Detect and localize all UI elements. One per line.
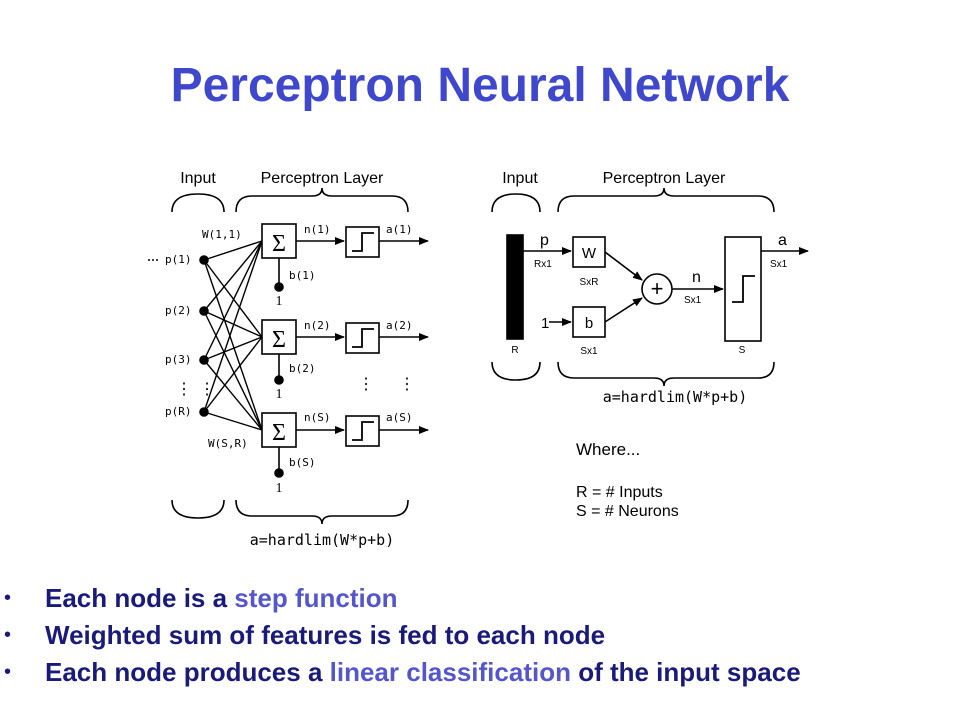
step-icon bbox=[732, 275, 755, 303]
left-layer-brace-bottom bbox=[235, 499, 409, 525]
input-ellipsis-2: ⋮ bbox=[199, 379, 215, 398]
n-label: n bbox=[692, 269, 701, 286]
weight-label-last: W(S,R) bbox=[208, 437, 248, 450]
bias-dot-2 bbox=[274, 375, 284, 385]
bias-vector-box bbox=[572, 306, 606, 338]
a-label: a bbox=[778, 232, 787, 249]
bullet-text: Each node produces a bbox=[45, 657, 330, 687]
input-dim-R: R bbox=[511, 345, 518, 356]
n-dim-label: Sx1 bbox=[684, 295, 702, 306]
legend-neurons: S = # Neurons bbox=[576, 503, 679, 520]
bullet-text-tail: of the input space bbox=[570, 657, 801, 687]
out-label-S: a(S) bbox=[386, 411, 413, 424]
right-input-brace-top bbox=[491, 193, 541, 213]
net-label-2: n(2) bbox=[304, 319, 331, 332]
weight-label-first: W(1,1) bbox=[202, 228, 242, 241]
right-layer-label: Perceptron Layer bbox=[603, 170, 726, 187]
b-dim-label: Sx1 bbox=[580, 346, 598, 357]
bullet-dot: • bbox=[4, 661, 12, 683]
bias-label-2: b(2) bbox=[289, 362, 316, 375]
bullet-item: • Each node produces a linear classificat… bbox=[0, 654, 960, 691]
bias-dot-S bbox=[274, 468, 284, 478]
step-icon bbox=[352, 421, 374, 441]
bias-input-one: 1 bbox=[541, 315, 549, 332]
input-label-p3: p(3) bbox=[165, 353, 192, 366]
b-label: b bbox=[585, 315, 593, 332]
right-layer-brace-bottom bbox=[557, 361, 775, 387]
bullet-text: Each node is a bbox=[45, 583, 235, 613]
w-label: W bbox=[582, 245, 597, 262]
neuron-ellipsis-1: ⋮ bbox=[358, 374, 374, 393]
left-equation: a=hardlim(W*p+b) bbox=[250, 531, 395, 549]
bullet-highlight: step function bbox=[234, 583, 398, 613]
input-vector-bar bbox=[506, 234, 524, 340]
p-label: p bbox=[540, 232, 549, 249]
where-label: Where... bbox=[576, 440, 640, 459]
left-network-diagram: Input Perceptron Layer p(1) p(2) p(3) p(… bbox=[148, 170, 429, 549]
bias-one-2: 1 bbox=[276, 387, 283, 402]
bullet-item: • Weighted sum of features is fed to each… bbox=[0, 617, 960, 654]
hardlim-node-2 bbox=[345, 322, 380, 354]
sum-symbol-1: Σ bbox=[272, 231, 286, 257]
left-layer-label: Perceptron Layer bbox=[261, 170, 384, 187]
step-icon bbox=[352, 232, 374, 252]
left-input-brace-top bbox=[171, 193, 225, 213]
bias-label-S: b(S) bbox=[289, 456, 316, 469]
sum-symbol-2: Σ bbox=[272, 327, 286, 353]
weight-connections bbox=[203, 240, 263, 431]
bullet-text: Weighted sum of features is fed to each … bbox=[45, 620, 606, 650]
neuron-ellipsis-2: ⋮ bbox=[399, 374, 415, 393]
input-node-3 bbox=[199, 355, 209, 365]
out-label-2: a(2) bbox=[386, 319, 413, 332]
legend-inputs: R = # Inputs bbox=[576, 484, 663, 501]
input-node-R bbox=[199, 407, 209, 417]
bullet-dot: • bbox=[4, 624, 12, 646]
sum-symbol-S: Σ bbox=[272, 420, 286, 446]
plus-symbol: + bbox=[651, 276, 664, 301]
right-network-diagram: Input Perceptron Layer R p Rx1 W SxR 1 b… bbox=[491, 170, 809, 520]
bias-one-1: 1 bbox=[276, 294, 283, 309]
net-label-S: n(S) bbox=[304, 411, 331, 424]
left-layer-brace-top bbox=[235, 187, 409, 213]
a-dim-label: Sx1 bbox=[770, 259, 788, 270]
bullet-dot: • bbox=[4, 587, 12, 609]
bullet-item: • Each node is a step function bbox=[0, 580, 960, 617]
out-label-1: a(1) bbox=[386, 223, 413, 236]
input-ellipsis-1: ⋮ bbox=[176, 379, 192, 398]
input-label-p2: p(2) bbox=[165, 304, 192, 317]
right-input-label: Input bbox=[502, 170, 538, 187]
page-title: Perceptron Neural Network bbox=[170, 59, 790, 112]
p-dim-label: Rx1 bbox=[534, 259, 552, 270]
w-dim-label: SxR bbox=[580, 277, 599, 288]
right-input-brace-bottom bbox=[491, 361, 541, 381]
s-dim-label: S bbox=[739, 345, 746, 356]
right-layer-brace-top bbox=[557, 187, 775, 213]
right-equation: a=hardlim(W*p+b) bbox=[603, 388, 748, 406]
bias-one-S: 1 bbox=[276, 481, 283, 496]
b-to-sum-arrow bbox=[604, 297, 643, 323]
input-label-pR: p(R) bbox=[165, 405, 192, 418]
input-node-1 bbox=[199, 255, 209, 265]
net-label-1: n(1) bbox=[304, 223, 331, 236]
bias-dot-1 bbox=[274, 282, 284, 292]
bias-label-1: b(1) bbox=[289, 269, 316, 282]
step-icon bbox=[352, 328, 374, 348]
left-input-label: Input bbox=[180, 170, 216, 187]
sum-node-2 bbox=[261, 319, 297, 355]
w-to-sum-arrow bbox=[604, 251, 643, 281]
left-input-brace-bottom bbox=[171, 499, 225, 519]
bullet-list: • Each node is a step function • Weighted … bbox=[0, 580, 960, 691]
bullet-highlight: linear classification bbox=[329, 657, 571, 687]
input-node-2 bbox=[199, 306, 209, 316]
input-label-p1: p(1) bbox=[165, 253, 192, 266]
